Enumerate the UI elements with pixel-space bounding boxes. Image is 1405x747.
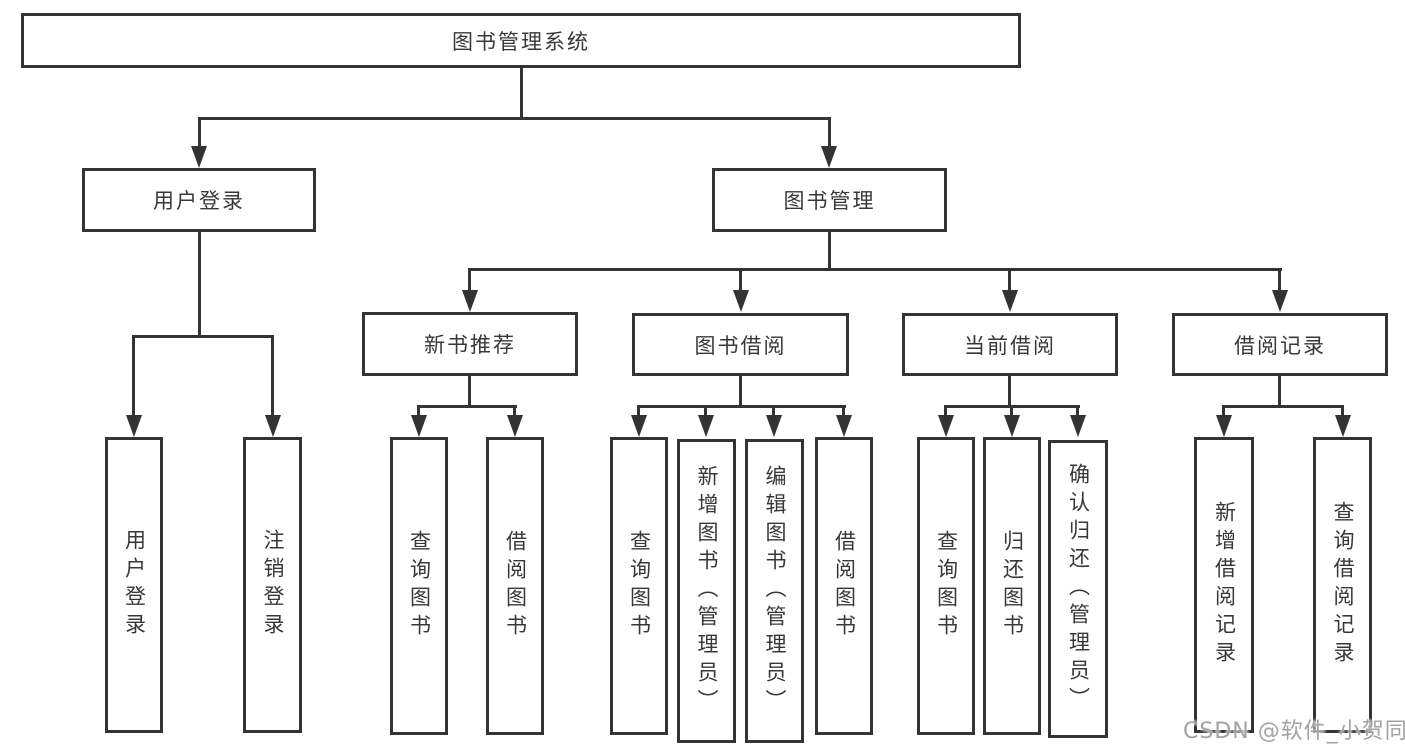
arrow-down-icon bbox=[191, 146, 207, 168]
connector-line bbox=[132, 335, 274, 338]
connector-line bbox=[739, 268, 742, 292]
connector-line bbox=[520, 68, 523, 118]
connector-line bbox=[1076, 405, 1079, 417]
arrow-down-icon bbox=[766, 415, 782, 437]
node-root-library-system: 图书管理系统 bbox=[21, 13, 1021, 68]
leaf-confirm-return-admin: 确认归还（管理员） bbox=[1048, 440, 1108, 738]
watermark: CSDN @软件_小贺同学 bbox=[1183, 719, 1405, 744]
leaf-user-login: 用户登录 bbox=[105, 437, 163, 733]
leaf-add-borrow-record: 新增借阅记录 bbox=[1194, 437, 1254, 733]
connector-line bbox=[468, 268, 471, 292]
connector-line bbox=[1222, 405, 1225, 417]
arrow-down-icon bbox=[836, 415, 852, 437]
arrow-down-icon bbox=[1272, 290, 1288, 312]
connector-line bbox=[132, 335, 135, 415]
connector-line bbox=[1278, 376, 1281, 407]
connector-line bbox=[198, 117, 201, 150]
node-module-borrow-records: 借阅记录 bbox=[1172, 313, 1388, 376]
connector-line bbox=[704, 405, 707, 417]
leaf-query-books-borrow: 查询图书 bbox=[610, 437, 668, 735]
connector-line bbox=[1008, 376, 1011, 407]
connector-line bbox=[198, 117, 831, 120]
node-branch-user-login: 用户登录 bbox=[82, 168, 316, 232]
arrow-down-icon bbox=[938, 415, 954, 437]
arrow-down-icon bbox=[1335, 415, 1351, 437]
connector-line bbox=[1278, 268, 1281, 292]
node-module-new-book-recommend: 新书推荐 bbox=[362, 312, 578, 376]
leaf-add-books-admin: 新增图书（管理员） bbox=[677, 439, 736, 743]
connector-line bbox=[637, 405, 846, 408]
connector-line bbox=[417, 405, 420, 417]
connector-line bbox=[468, 268, 1282, 271]
connector-line bbox=[828, 117, 831, 150]
connector-line bbox=[1222, 405, 1344, 408]
leaf-query-borrow-record: 查询借阅记录 bbox=[1313, 437, 1372, 733]
arrow-down-icon bbox=[1002, 290, 1018, 312]
connector-line bbox=[828, 232, 831, 271]
arrow-down-icon bbox=[733, 290, 749, 312]
arrow-down-icon bbox=[1216, 415, 1232, 437]
arrow-down-icon bbox=[698, 415, 714, 437]
arrow-down-icon bbox=[821, 146, 837, 168]
leaf-query-books-current: 查询图书 bbox=[917, 437, 975, 735]
arrow-down-icon bbox=[462, 290, 478, 312]
arrow-down-icon bbox=[1070, 415, 1086, 437]
leaf-borrow-books-recommend: 借阅图书 bbox=[486, 437, 544, 735]
leaf-query-books-recommend: 查询图书 bbox=[390, 437, 448, 735]
leaf-logout: 注销登录 bbox=[243, 437, 302, 733]
arrow-down-icon bbox=[265, 415, 281, 437]
connector-line bbox=[198, 232, 201, 338]
connector-line bbox=[513, 405, 516, 417]
arrow-down-icon bbox=[1004, 415, 1020, 437]
leaf-return-books: 归还图书 bbox=[983, 437, 1041, 735]
connector-line bbox=[772, 405, 775, 417]
connector-line bbox=[1341, 405, 1344, 417]
node-branch-book-management: 图书管理 bbox=[712, 168, 947, 232]
connector-line bbox=[842, 405, 845, 417]
connector-line bbox=[739, 376, 742, 407]
arrow-down-icon bbox=[631, 415, 647, 437]
connector-line bbox=[944, 405, 947, 417]
connector-line bbox=[1008, 268, 1011, 292]
connector-line bbox=[637, 405, 640, 417]
connector-line bbox=[468, 376, 471, 407]
node-module-book-borrow: 图书借阅 bbox=[632, 313, 849, 376]
arrow-down-icon bbox=[126, 415, 142, 437]
node-module-current-borrow: 当前借阅 bbox=[902, 313, 1118, 376]
leaf-borrow-books: 借阅图书 bbox=[815, 437, 873, 735]
connector-line bbox=[1010, 405, 1013, 417]
arrow-down-icon bbox=[411, 415, 427, 437]
leaf-edit-books-admin: 编辑图书（管理员） bbox=[745, 439, 804, 743]
connector-line bbox=[417, 405, 517, 408]
connector-line bbox=[271, 335, 274, 415]
arrow-down-icon bbox=[507, 415, 523, 437]
